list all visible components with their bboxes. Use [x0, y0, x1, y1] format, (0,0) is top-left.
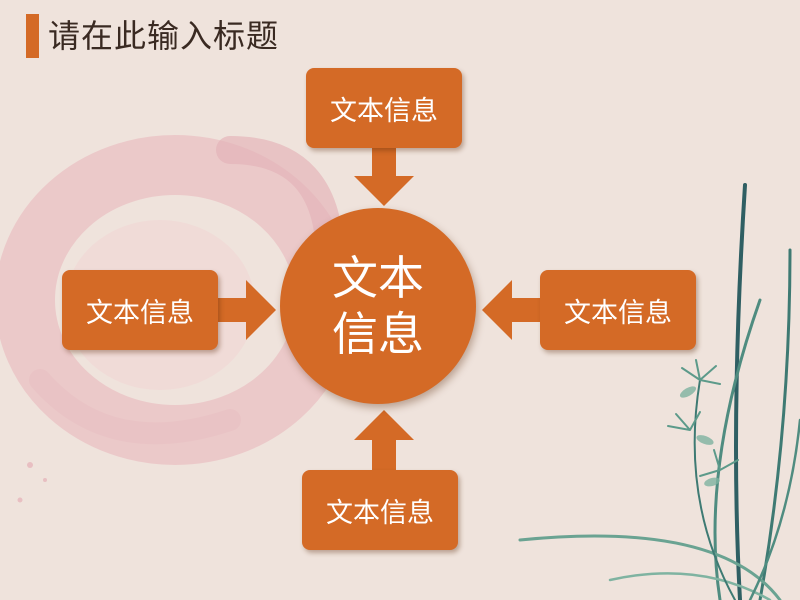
orchid-plant: [518, 183, 800, 600]
center-text-line2: 信息: [332, 307, 424, 361]
arrow-top-to-center: [354, 148, 414, 206]
center-circle[interactable]: 文本 信息: [280, 208, 476, 404]
page-title[interactable]: 请在此输入标题: [48, 17, 280, 55]
text-box-right[interactable]: 文本信息: [540, 270, 696, 350]
text-box-left[interactable]: 文本信息: [62, 270, 218, 350]
text-box-top[interactable]: 文本信息: [306, 68, 462, 148]
text-box-bottom[interactable]: 文本信息: [302, 470, 458, 550]
arrow-left-to-center: [218, 280, 276, 340]
title-accent-bar: [26, 14, 39, 58]
arrow-right-to-center: [482, 280, 540, 340]
arrow-bottom-to-center: [354, 410, 414, 470]
center-text-line1: 文本: [332, 251, 424, 305]
